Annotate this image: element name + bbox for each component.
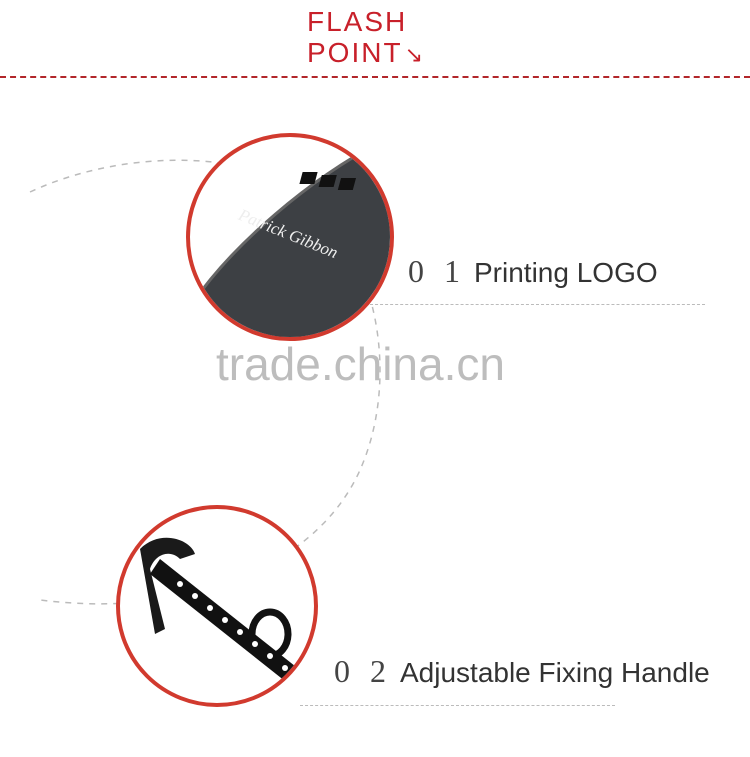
flash-point-title: FLASH POINT↘: [307, 6, 425, 70]
title-line-2: POINT: [307, 37, 403, 68]
feature-2-rule: [300, 705, 615, 706]
feature-2: 0 2 Adjustable Fixing Handle: [334, 653, 710, 690]
feature-number: 0 2: [334, 653, 392, 689]
logo-detail-image: Patrick Gibbon: [186, 133, 394, 341]
feature-1-rule: [370, 304, 705, 305]
title-line-1: FLASH: [307, 6, 408, 37]
header-divider: [0, 76, 750, 78]
feature-label: Adjustable Fixing Handle: [400, 657, 710, 688]
arrow-down-right-icon: ↘: [404, 42, 425, 67]
feature-1: 0 1 Printing LOGO: [408, 253, 658, 290]
handle-detail-image: [116, 505, 318, 707]
watermark: trade.china.cn: [216, 338, 505, 390]
feature-number: 0 1: [408, 253, 466, 289]
feature-label: Printing LOGO: [474, 257, 658, 288]
